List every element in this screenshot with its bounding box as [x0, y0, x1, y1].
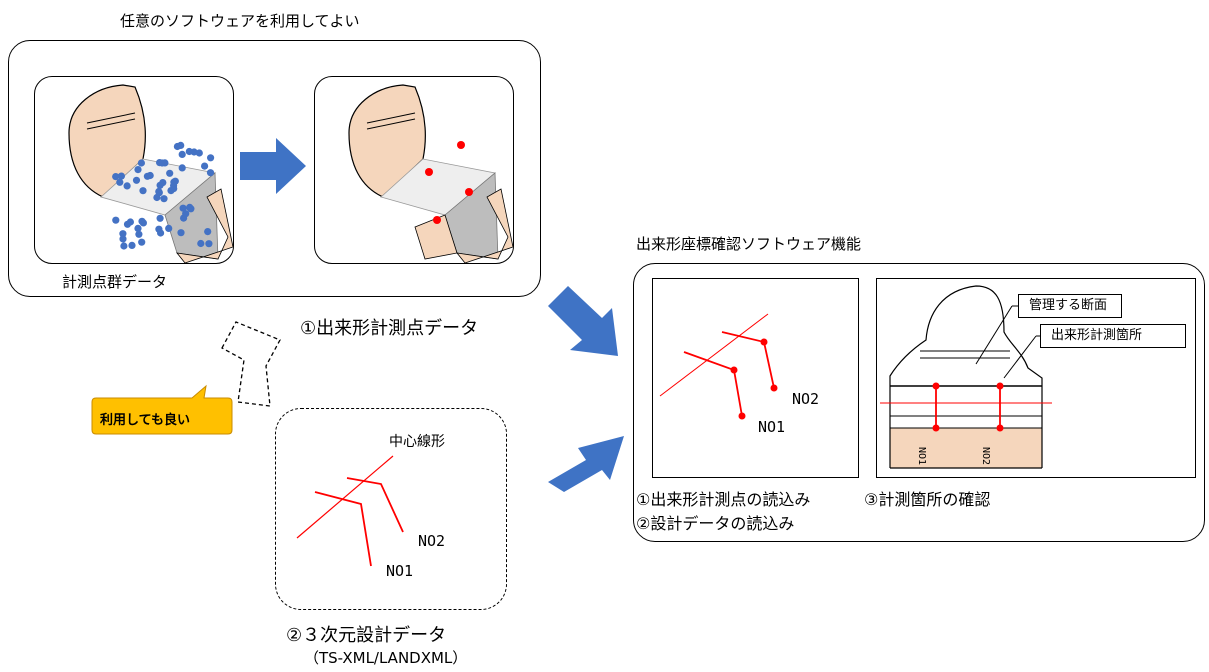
point-cloud-dot — [117, 172, 125, 180]
measured-point — [433, 216, 441, 224]
point-cloud-dot — [123, 182, 131, 190]
point-cloud-dot — [138, 238, 146, 246]
plan-point — [738, 412, 746, 420]
point-cloud-dot — [138, 217, 146, 225]
software-caption-3: ③計測箇所の確認 — [864, 490, 991, 509]
managed-section-label: 管理する断面 — [1029, 298, 1108, 313]
diagonal-arrow-up-icon — [548, 436, 624, 492]
point-cloud-dot — [206, 169, 215, 177]
point-cloud-dot — [119, 235, 127, 243]
measured-point — [425, 168, 433, 176]
software-caption-1: ①出来形計測点の読込み — [636, 490, 811, 509]
point-cloud-dot — [134, 224, 142, 232]
point-cloud-dot — [170, 185, 178, 193]
point-cloud-dot — [135, 230, 143, 238]
point-cloud-dot — [132, 176, 141, 184]
point-cloud-dot — [112, 173, 120, 181]
software-frame — [633, 263, 1205, 542]
point-cloud-dot — [112, 216, 120, 224]
design-data-format: （TS-XML/LANDXML） — [304, 649, 468, 667]
section-point — [932, 382, 940, 390]
design-data-caption: ②３次元設計データ — [286, 625, 447, 646]
diagonal-arrow-down-icon — [548, 286, 618, 356]
point-cloud-dot — [139, 187, 147, 195]
point-cloud-dot — [119, 230, 127, 238]
callout-shape — [91, 384, 233, 435]
plan-point — [760, 338, 768, 346]
plan-no2-label: NO2 — [792, 390, 820, 408]
section-view-panel — [876, 278, 1196, 478]
point-cloud-dot — [120, 242, 128, 250]
point-cloud-dot — [179, 204, 187, 212]
point-cloud-dot — [182, 210, 190, 218]
point-cloud-dot — [205, 240, 213, 248]
point-cloud-dot — [165, 224, 173, 232]
point-cloud-dot — [134, 166, 142, 174]
selected-points-panel — [314, 76, 514, 264]
arrow1-label: ①出来形計測点データ — [300, 318, 479, 339]
measurement-points-label: 出来形計測箇所 — [1051, 328, 1143, 343]
point-cloud-dot — [186, 203, 194, 211]
point-cloud-dot — [160, 195, 168, 203]
software-title: 出来形座標確認ソフトウェア機能 — [636, 235, 862, 253]
point-cloud-dot — [207, 154, 215, 162]
plan-view-drawing — [659, 313, 778, 420]
section-view-drawing — [880, 285, 1052, 469]
process-arrow-icon — [240, 138, 306, 194]
design-no2-label: NO2 — [418, 532, 446, 550]
software-caption-2: ②設計データの読込み — [636, 514, 795, 533]
section-no2-label: NO2 — [980, 447, 991, 466]
point-cloud-dot — [177, 229, 185, 237]
section-point — [996, 424, 1004, 432]
plan-point — [770, 384, 778, 392]
left-group-frame — [8, 40, 541, 297]
point-cloud-dot — [201, 162, 209, 170]
point-cloud-dot — [197, 239, 205, 248]
section-point — [932, 424, 940, 432]
point-cloud-dot — [116, 178, 124, 186]
managed-section-label-box: 管理する断面 — [1018, 294, 1122, 318]
point-cloud-dot — [123, 220, 132, 228]
design-data-frame — [275, 408, 507, 610]
plan-no1-label: NO1 — [758, 418, 786, 436]
design-alignment-drawing — [296, 455, 404, 567]
section-no1-label: NO1 — [916, 447, 927, 466]
plan-view-panel — [652, 278, 859, 478]
section-point — [996, 382, 1004, 390]
point-cloud-dot — [159, 179, 167, 187]
point-cloud-dot — [190, 148, 198, 156]
point-cloud-dot — [158, 159, 166, 167]
point-cloud-dot — [137, 159, 145, 167]
measured-point — [457, 141, 465, 149]
left-group-title: 任意のソフトウェアを利用してよい — [120, 12, 360, 30]
point-cloud-dot — [156, 214, 164, 222]
point-cloud-dots — [112, 141, 215, 250]
point-cloud-dot — [155, 187, 163, 196]
plan-point — [730, 366, 738, 374]
point-cloud-dot — [178, 150, 186, 158]
point-cloud-panel — [34, 76, 234, 264]
measurement-points-label-box: 出来形計測箇所 — [1040, 324, 1186, 348]
point-cloud-dot — [204, 228, 212, 236]
point-cloud-dot — [173, 142, 181, 151]
design-no1-label: NO1 — [386, 562, 414, 580]
point-cloud-dot — [166, 169, 174, 177]
centerline-label: 中心線形 — [389, 434, 445, 450]
point-cloud-dot — [143, 172, 151, 180]
measured-point — [465, 188, 473, 196]
point-cloud-dot — [178, 164, 186, 172]
point-cloud-caption: 計測点群データ — [62, 273, 168, 291]
point-cloud-dot — [157, 229, 165, 237]
point-cloud-dot — [128, 241, 136, 249]
point-cloud-dot — [153, 193, 161, 202]
dashed-up-arrow-icon — [221, 321, 281, 407]
callout-label: 利用しても良い — [100, 413, 190, 428]
